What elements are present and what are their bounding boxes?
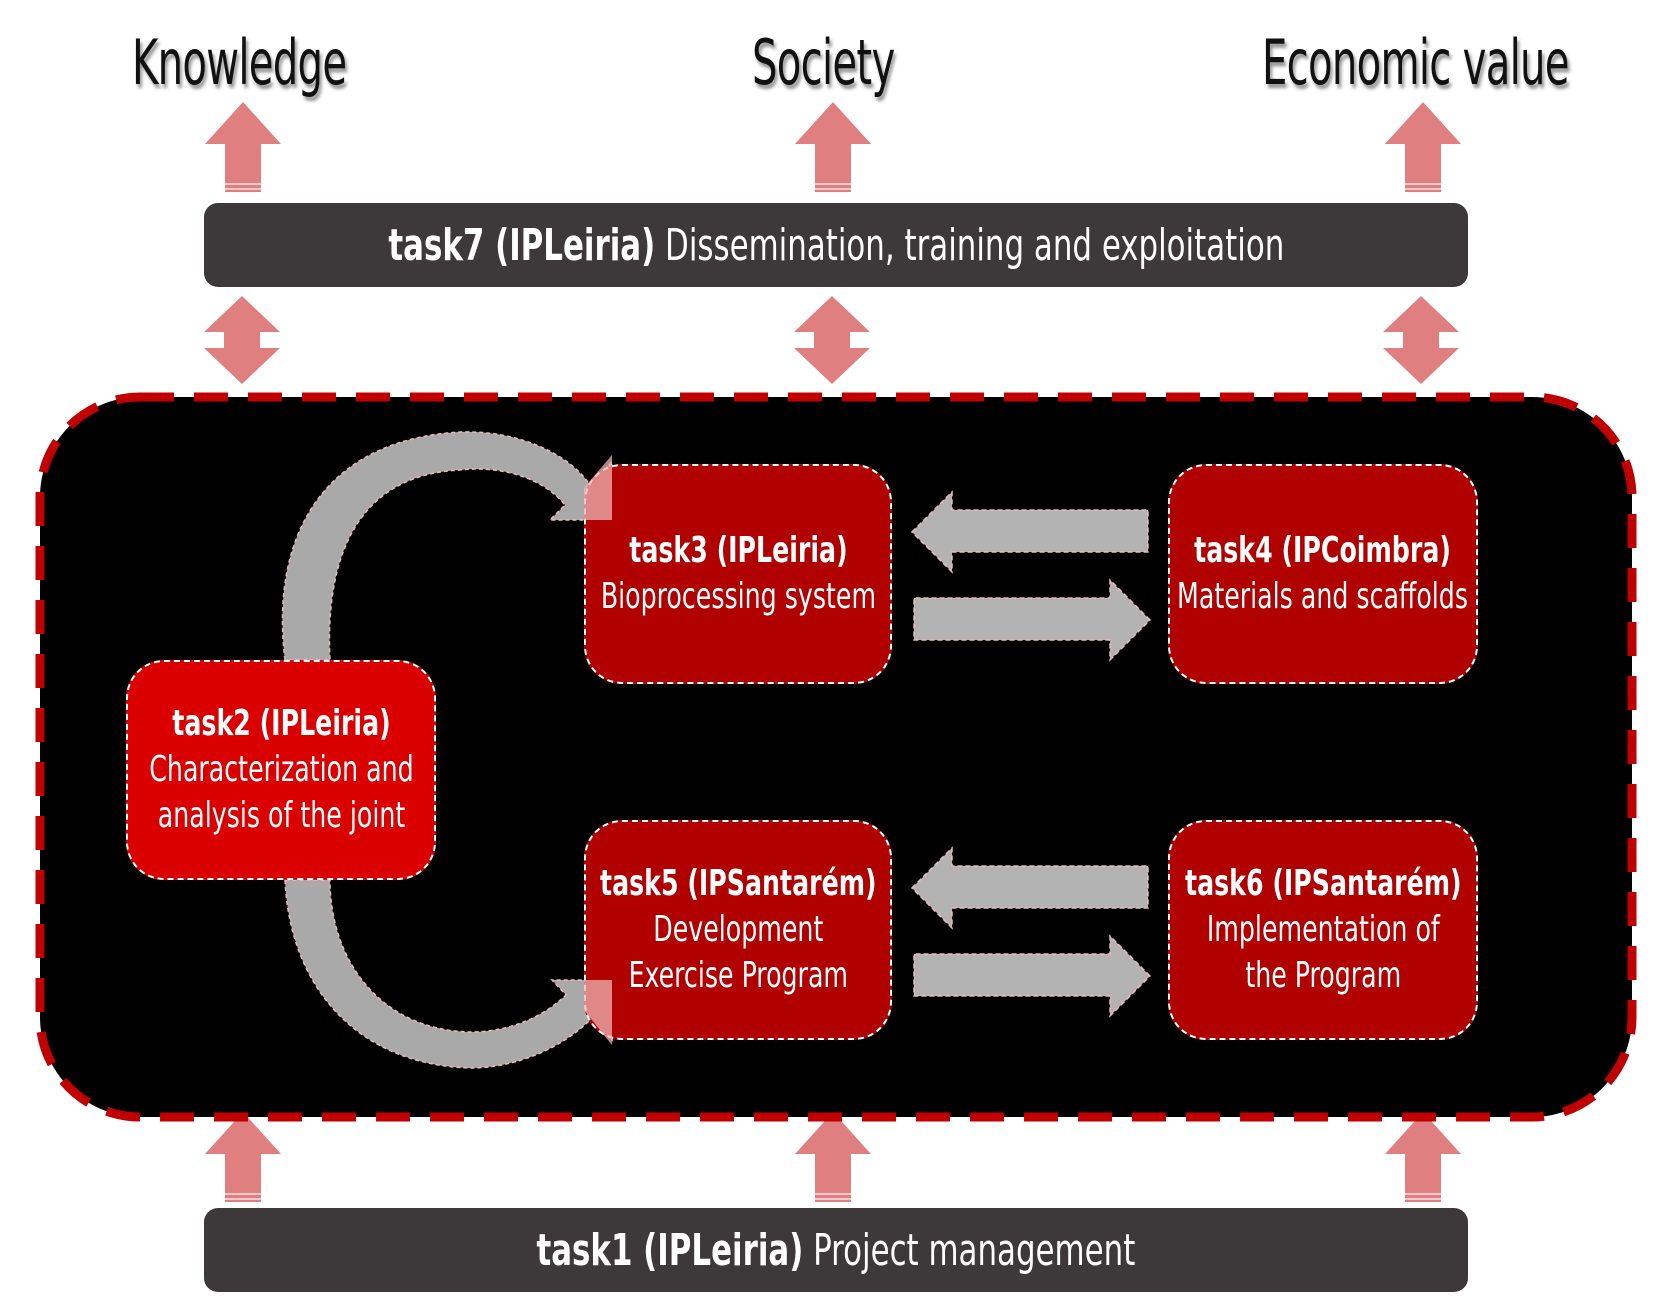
outcome-economic-value: Economic value (1262, 26, 1570, 99)
task5-desc-line: Development (652, 909, 824, 950)
task5-box: task5 (IPSantarém) Development Exercise … (584, 820, 892, 1040)
task3-title: task3 (IPLeiria) (628, 530, 848, 571)
outcome-knowledge: Knowledge (132, 26, 347, 99)
task2-title: task2 (IPLeiria) (171, 703, 391, 744)
arrow-left-task6-to-task5 (910, 846, 1149, 930)
arrow-right-task3-to-task4 (913, 578, 1152, 662)
task3-desc-line: Bioprocessing system (600, 576, 876, 617)
task2-desc-line: Characterization and (148, 749, 414, 790)
task1-description: Project management (813, 1224, 1136, 1276)
task4-desc-line: Materials and scaffolds (1177, 576, 1469, 617)
task2-box: task2 (IPLeiria) Characterization and an… (126, 660, 436, 880)
task5-title: task5 (IPSantarém) (599, 863, 877, 904)
task6-desc-line: the Program (1245, 955, 1401, 996)
arrowhead-into-task5 (584, 980, 612, 1045)
arrow-left-task4-to-task3 (910, 490, 1149, 574)
task6-box: task6 (IPSantarém) Implementation of the… (1168, 820, 1478, 1040)
task7-bar: task7 (IPLeiria) Dissemination, training… (204, 203, 1468, 287)
task6-desc-line: Implementation of (1206, 909, 1440, 950)
outcome-society: Society (752, 26, 895, 99)
task4-box: task4 (IPCoimbra) Materials and scaffold… (1168, 464, 1478, 684)
task6-title: task6 (IPSantarém) (1184, 863, 1462, 904)
task5-desc-line: Exercise Program (628, 955, 848, 996)
task2-desc-line: analysis of the joint (157, 795, 405, 836)
task1-id: task1 (IPLeiria) (536, 1224, 804, 1276)
arrowhead-into-task3 (584, 455, 612, 520)
arrow-right-task5-to-task6 (913, 934, 1152, 1018)
task7-description: Dissemination, training and exploitation (664, 219, 1284, 271)
task1-bar: task1 (IPLeiria) Project management (204, 1208, 1468, 1292)
task4-title: task4 (IPCoimbra) (1194, 530, 1452, 571)
task3-box: task3 (IPLeiria) Bioprocessing system (584, 464, 892, 684)
task7-id: task7 (IPLeiria) (388, 219, 655, 271)
